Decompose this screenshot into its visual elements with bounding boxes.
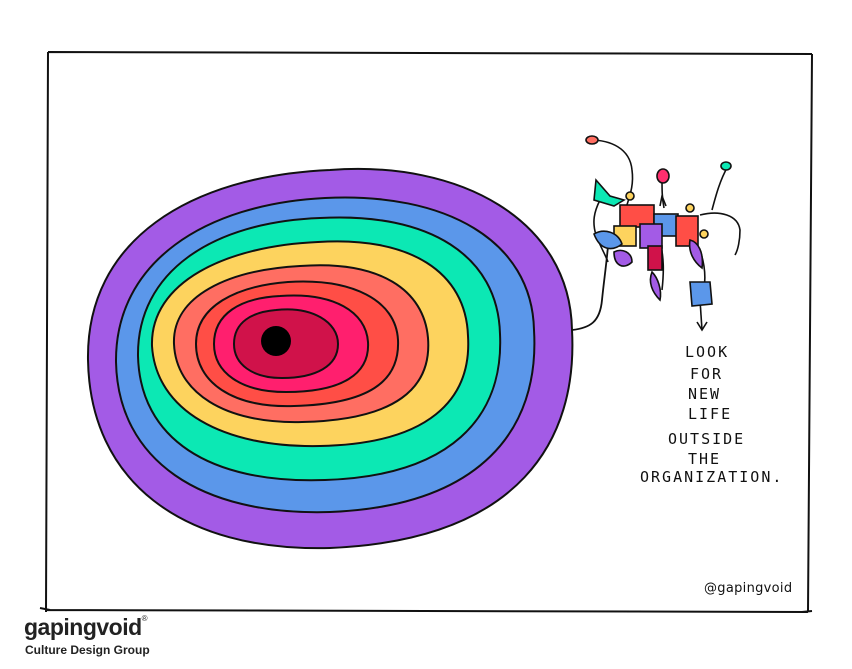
trademark-mark: ®	[141, 614, 148, 623]
caption-line-new: new	[688, 385, 722, 403]
artist-handle: @gapingvoid	[704, 581, 793, 596]
brand-name: gapingvoid	[24, 614, 142, 640]
caption-line-the: the	[688, 450, 722, 468]
caption-line-outside: outside	[668, 430, 746, 448]
caption-line-look: Look	[685, 343, 730, 361]
caption-line-for: for	[690, 365, 724, 383]
connector-line	[571, 245, 609, 331]
blob-center-dot	[261, 326, 291, 356]
brand-tagline: Culture Design Group	[25, 643, 150, 657]
frame-border	[39, 51, 813, 613]
figures-cluster	[585, 135, 741, 332]
caption-line-life: life	[688, 405, 733, 423]
caption-line-organization: organization.	[640, 468, 784, 486]
brand-logo: gapingvoid®	[24, 614, 148, 641]
concentric-blob	[86, 168, 574, 550]
